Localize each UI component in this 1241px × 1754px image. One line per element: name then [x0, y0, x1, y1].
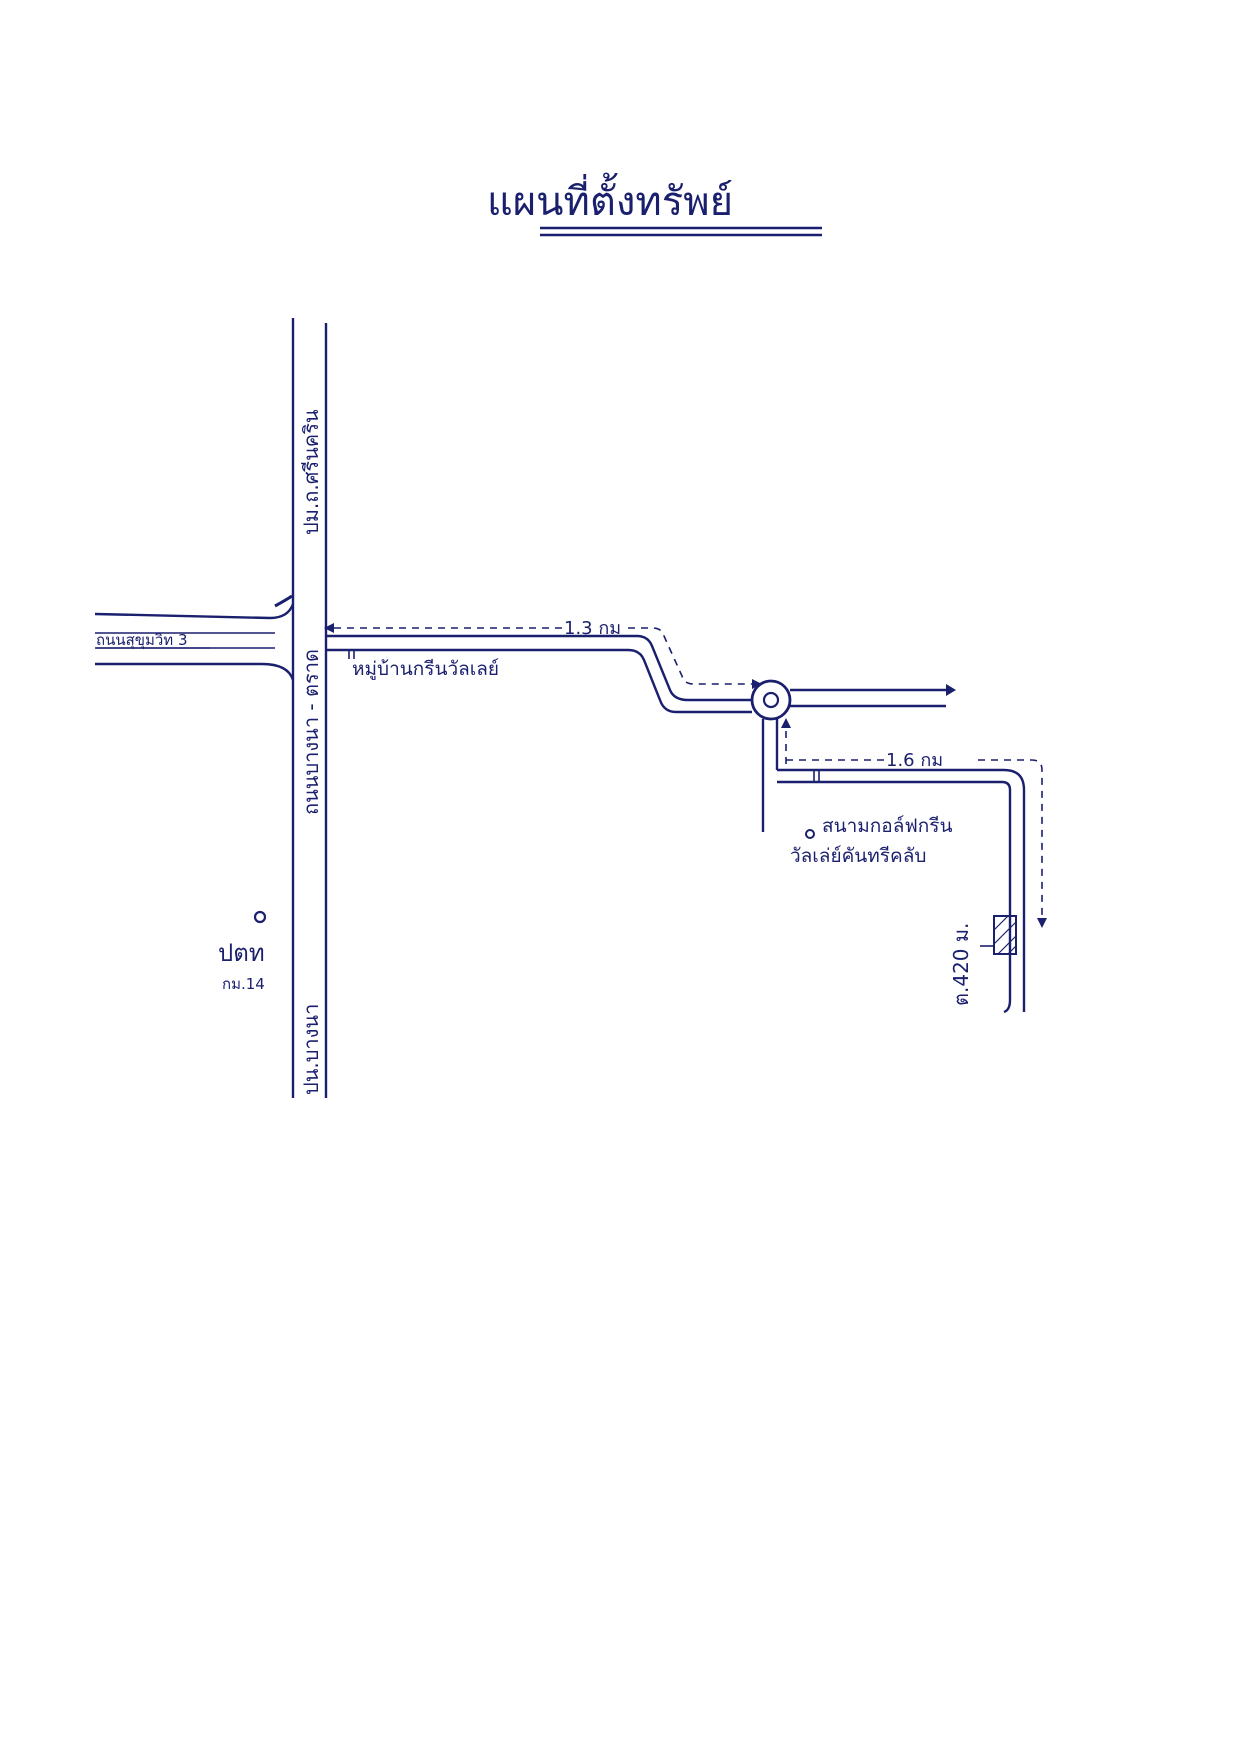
- route-leg-2: [785, 726, 1043, 918]
- village-road-lower-edge: [326, 648, 752, 714]
- roundabout-icon: [750, 679, 792, 721]
- cross-road-label: ถนนสุขุมวิท 3: [96, 631, 188, 650]
- route-leg-2-distance: 1.6 กม: [886, 750, 943, 771]
- route-leg-1: [334, 627, 752, 685]
- property-hatch-1: [993, 915, 1009, 931]
- village-label: หมู่บ้านกรีนวัลเลย์: [352, 658, 499, 680]
- soi-road-lower-edge: [777, 780, 1012, 1014]
- main-road-lower-label: ปน.บางนา: [299, 1004, 323, 1095]
- property-label: ต.420 ม.: [949, 923, 973, 1006]
- junction-mark: [274, 594, 293, 608]
- ptt-station-marker: [253, 910, 267, 924]
- route-leg-1-start-arrow: [324, 623, 334, 633]
- main-road-middle-label: ถนนบางนา - ตราด: [299, 649, 323, 815]
- route-leg-2-up-arrow: [781, 718, 791, 728]
- roundabout-center: [762, 691, 780, 709]
- property-plot: [993, 915, 1017, 955]
- cross-road-upper-edge: [94, 603, 295, 620]
- map-title: แผนที่ตั้งทรัพย์: [487, 172, 733, 225]
- route-leg-1-end-arrow: [752, 679, 762, 689]
- golf-course-label-line2: วัลเล่ย์คันทรีคลับ: [790, 845, 926, 867]
- route-leg-1-distance: 1.3 กม: [564, 618, 621, 639]
- main-road-upper-label: ปม.ถ.ศรีนคริน: [299, 409, 323, 535]
- golf-course-marker: [805, 829, 815, 839]
- cross-road-lower-edge: [95, 662, 295, 681]
- village-road-upper-edge: [326, 634, 752, 702]
- golf-course-label-line1: สนามกอล์ฟกรีน: [822, 815, 953, 837]
- property-hatch-4: [1007, 945, 1017, 955]
- km-marker-label: กม.14: [222, 975, 265, 993]
- route-leg-2-down-arrow: [1037, 918, 1047, 928]
- east-arrow-head: [946, 684, 956, 696]
- soi-road-upper-edge: [777, 768, 1026, 1012]
- property-hatch-2: [993, 921, 1017, 945]
- ptt-station-label: ปตท: [218, 939, 265, 967]
- property-hatch-3: [997, 935, 1017, 955]
